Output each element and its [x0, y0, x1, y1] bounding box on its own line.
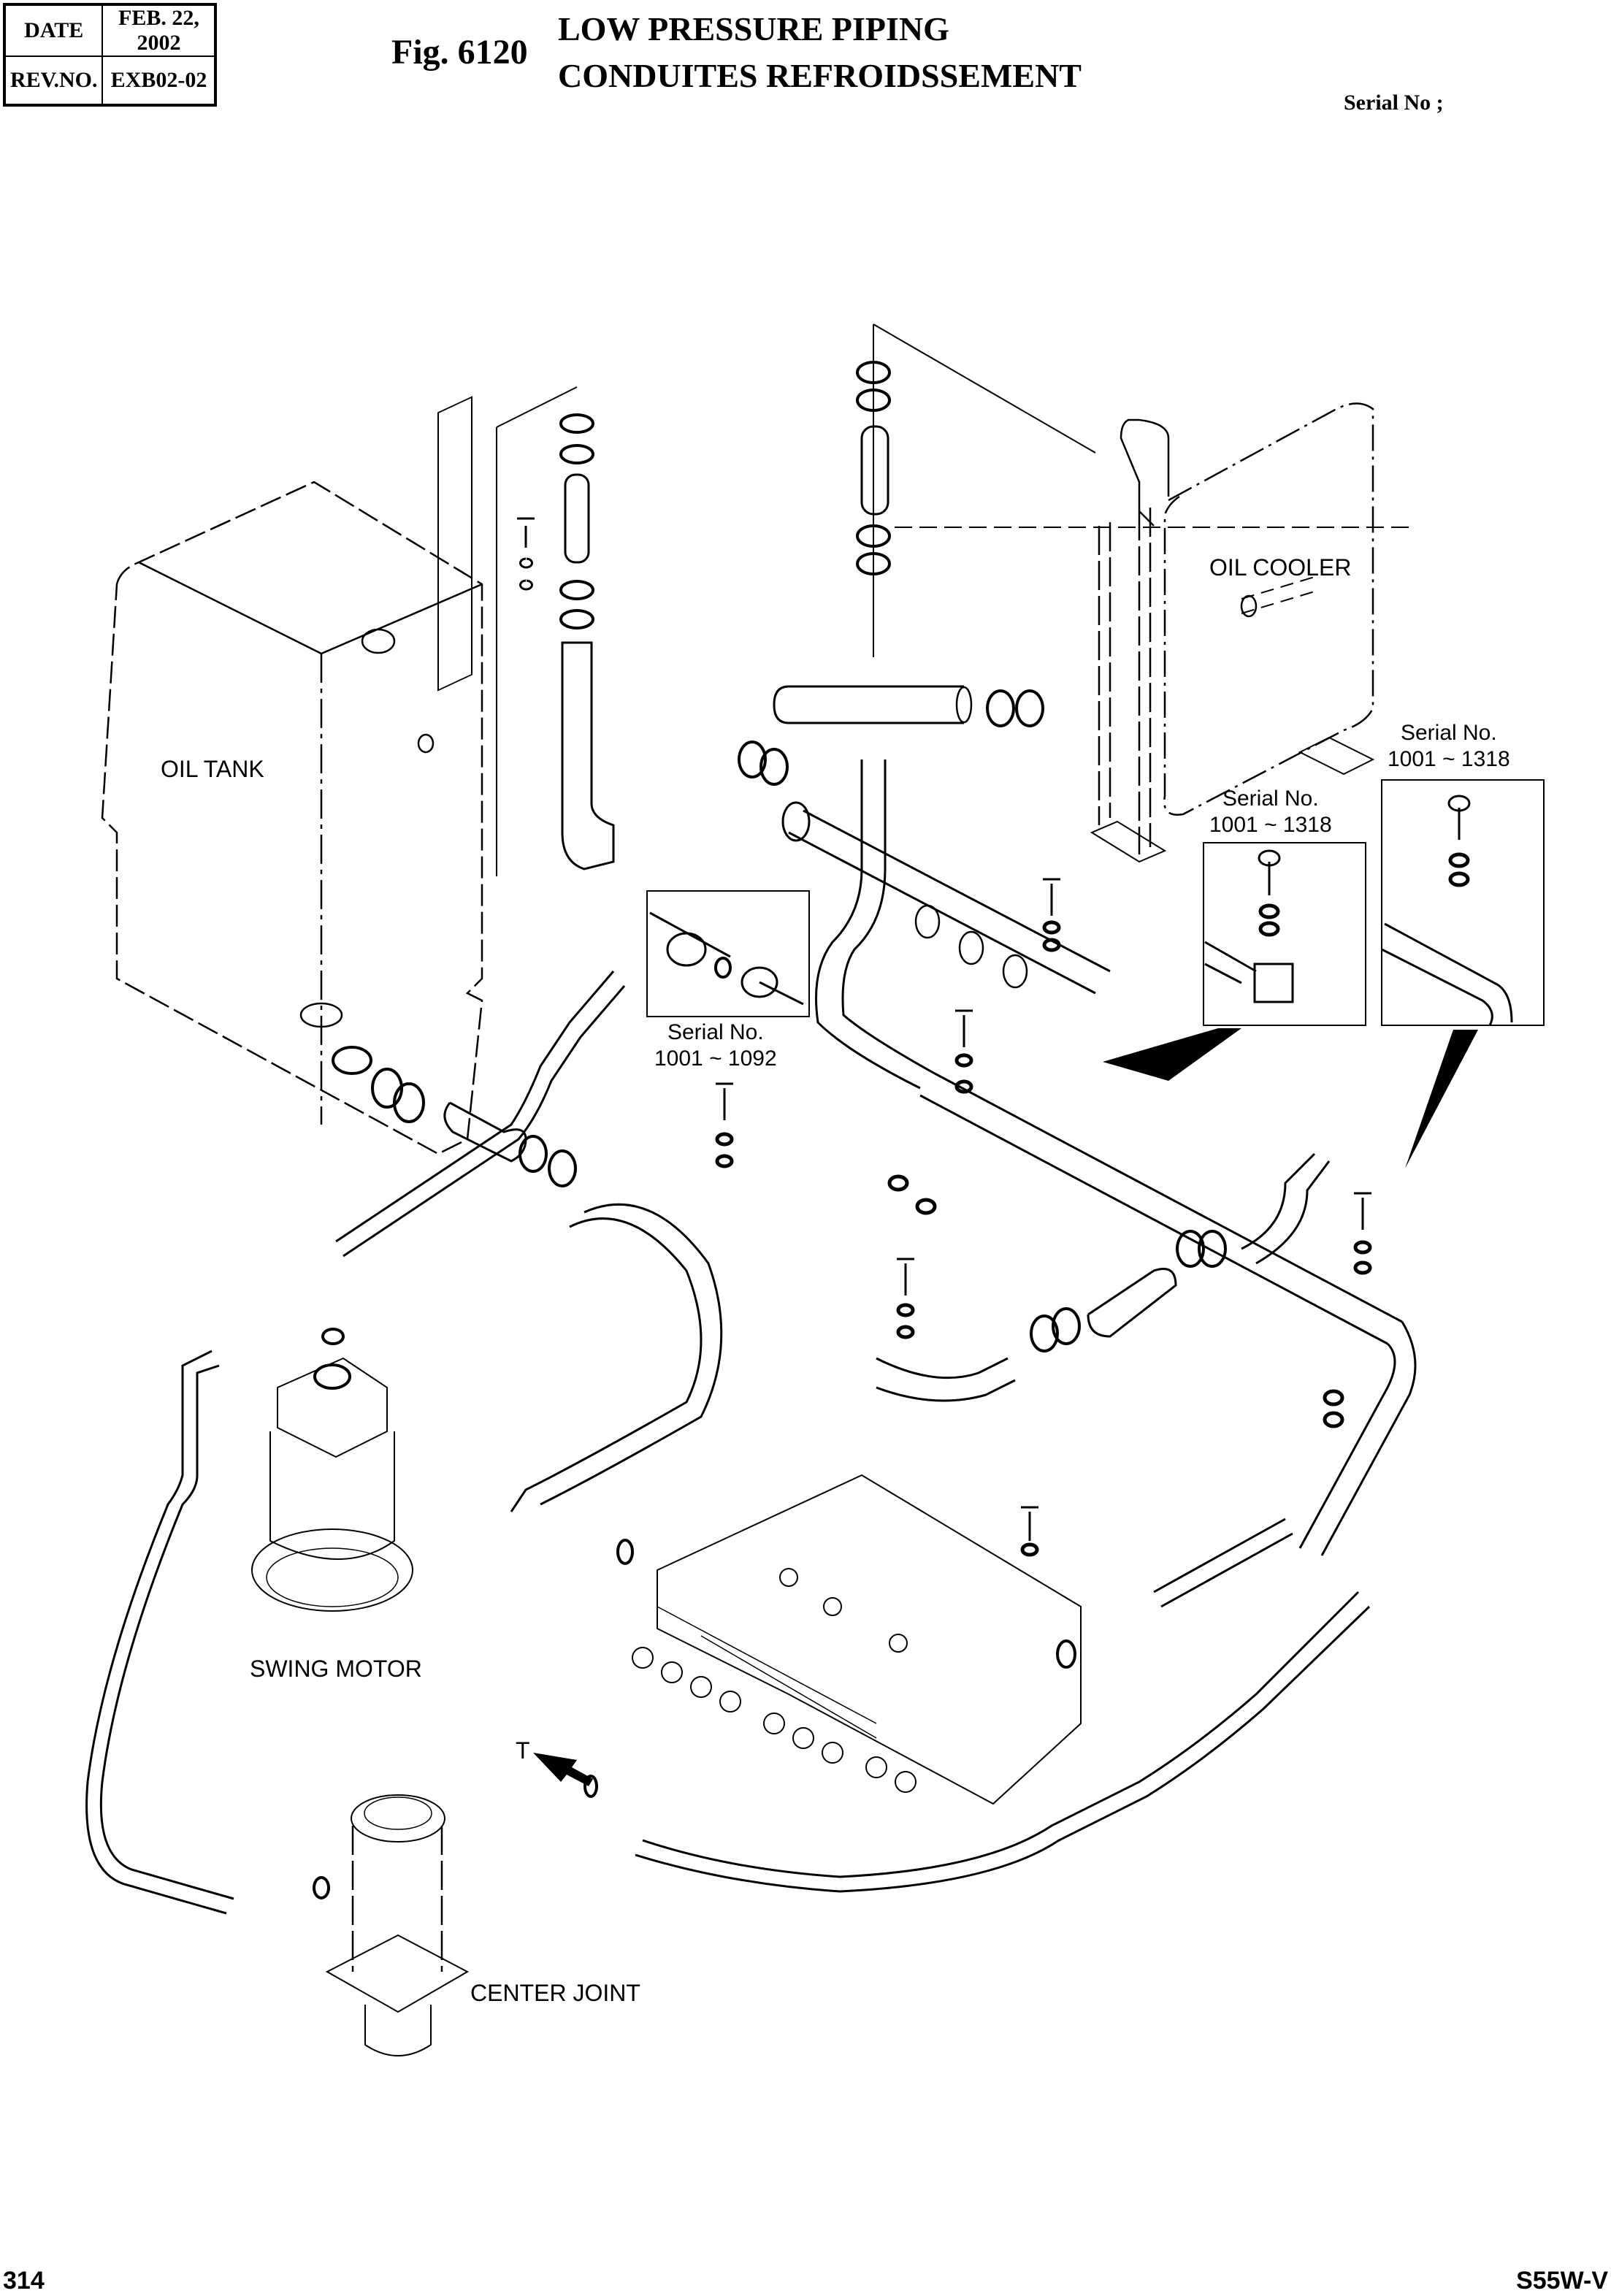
tank-return-arrow: [533, 1753, 598, 1798]
date-value: FEB. 22, 2002: [102, 4, 217, 57]
serial-note-3: Serial No. 1001 ~ 1318: [1388, 720, 1510, 773]
center-joint-drawing: [313, 1794, 470, 2056]
serial-detail-box-2: [1203, 842, 1366, 1026]
bolts-and-washers: [715, 878, 1372, 1557]
oil-tank-drawing: [101, 396, 483, 1155]
serial-note-2-range: 1001 ~ 1318: [1209, 813, 1332, 837]
serial-note-1: Serial No. 1001 ~ 1092: [654, 1019, 777, 1072]
serial-note-3-label: Serial No.: [1400, 721, 1497, 745]
date-label: DATE: [3, 4, 104, 57]
serial-note-2: Serial No. 1001 ~ 1318: [1209, 786, 1332, 838]
page-title: LOW PRESSURE PIPING CONDUITES REFROIDSSE…: [558, 6, 1082, 99]
title-english: LOW PRESSURE PIPING: [558, 10, 949, 47]
title-french: CONDUITES REFROIDSSEMENT: [558, 57, 1082, 94]
center-joint-label: CENTER JOINT: [470, 1980, 640, 2006]
serial-detail-box-3: [1381, 779, 1545, 1026]
oil-tank-label: OIL TANK: [161, 756, 264, 782]
hydraulic-hoses: [85, 971, 1371, 1915]
swing-motor-label: SWING MOTOR: [250, 1656, 422, 1682]
tank-return-marker: T: [516, 1737, 530, 1764]
control-valve-drawing: [616, 1474, 1082, 1805]
center-hose-stack: [815, 324, 1096, 1090]
serial-note-3-range: 1001 ~ 1318: [1388, 747, 1510, 771]
page-number: 314: [3, 2267, 45, 2295]
detail-pointer-2: [1103, 1028, 1241, 1081]
rev-label: REV.NO.: [3, 56, 104, 106]
serial-note-2-label: Serial No.: [1222, 787, 1319, 811]
left-hose-stack: [496, 386, 615, 876]
serial-detail-box-2-content: [1204, 849, 1294, 1003]
serial-note-1-label: Serial No.: [667, 1020, 764, 1044]
swing-motor-drawing: [251, 1328, 413, 1612]
hose-clamps: [371, 689, 1227, 1352]
revision-table: DATE FEB. 22, 2002 REV.NO. EXB02-02: [3, 3, 218, 107]
serial-number-header: Serial No ;: [1344, 91, 1444, 115]
oil-cooler-drawing: [895, 402, 1409, 863]
serial-detail-box-1: [646, 890, 810, 1017]
rev-value: EXB02-02: [102, 56, 217, 106]
serial-detail-box-3-content: [1381, 795, 1513, 1026]
hose-segments: [443, 1101, 1331, 1402]
serial-detail-box-1-content: [649, 911, 804, 1006]
detail-pointer-3: [1405, 1030, 1478, 1168]
oil-cooler-label: OIL COOLER: [1209, 554, 1352, 581]
model-name: S55W-V: [1516, 2267, 1608, 2295]
figure-number: Fig. 6120: [391, 33, 528, 72]
serial-note-1-range: 1001 ~ 1092: [654, 1046, 777, 1071]
